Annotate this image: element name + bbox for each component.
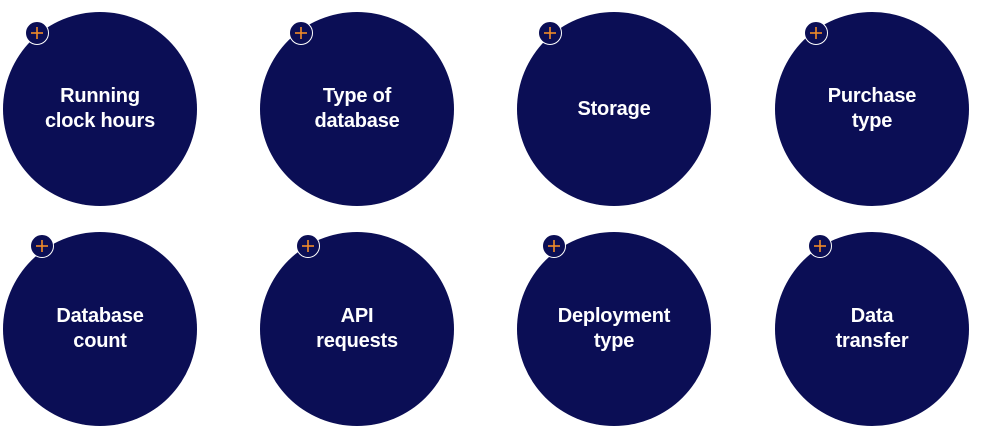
- card-type-of-database[interactable]: Type of database: [260, 12, 454, 206]
- expand-button-type-of-database[interactable]: [289, 21, 313, 45]
- card-database-count[interactable]: Database count: [3, 232, 197, 426]
- card-label: Running clock hours: [44, 85, 156, 132]
- plus-icon: [810, 27, 822, 39]
- card-deployment-type[interactable]: Deployment type: [517, 232, 711, 426]
- expand-button-storage[interactable]: [538, 21, 562, 45]
- card-api-requests[interactable]: API requests: [260, 232, 454, 426]
- card-label: Deployment type: [557, 305, 671, 352]
- card-label: Purchase type: [827, 85, 917, 132]
- plus-icon: [36, 240, 48, 252]
- card-label: Type of database: [314, 85, 400, 132]
- plus-icon: [31, 27, 43, 39]
- plus-icon: [295, 27, 307, 39]
- card-label: Storage: [577, 97, 651, 120]
- plus-icon: [548, 240, 560, 252]
- plus-icon: [544, 27, 556, 39]
- expand-button-purchase-type[interactable]: [804, 21, 828, 45]
- expand-button-deployment-type[interactable]: [542, 234, 566, 258]
- card-label: Database count: [56, 305, 144, 352]
- expand-button-data-transfer[interactable]: [808, 234, 832, 258]
- expand-button-api-requests[interactable]: [296, 234, 320, 258]
- card-data-transfer[interactable]: Data transfer: [775, 232, 969, 426]
- expand-button-database-count[interactable]: [30, 234, 54, 258]
- plus-icon: [302, 240, 314, 252]
- card-label: API requests: [316, 305, 398, 352]
- plus-icon: [814, 240, 826, 252]
- card-label: Data transfer: [835, 305, 909, 352]
- card-purchase-type[interactable]: Purchase type: [775, 12, 969, 206]
- expand-button-running-clock-hours[interactable]: [25, 21, 49, 45]
